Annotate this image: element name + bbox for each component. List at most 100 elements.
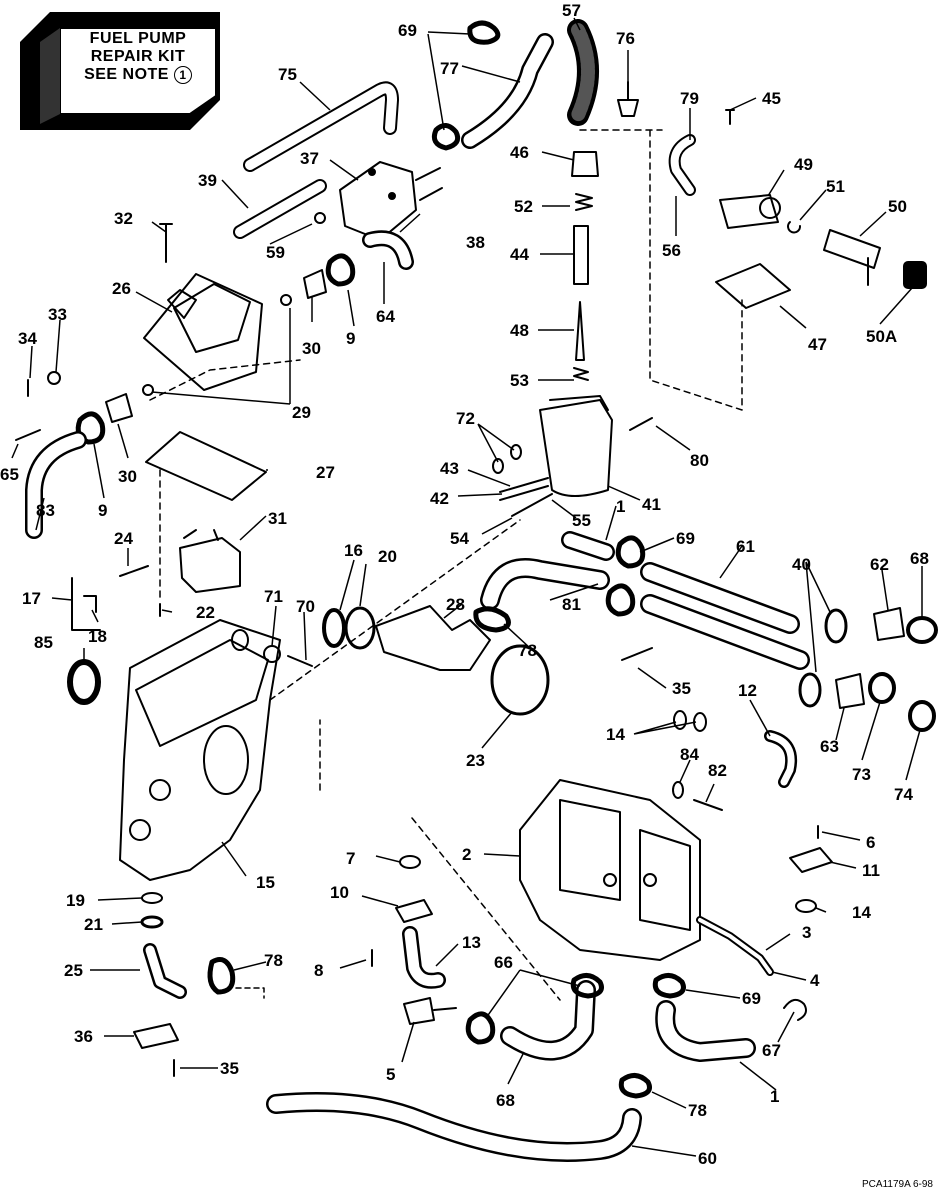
callout-14a: 14: [606, 725, 625, 744]
screw-45: [725, 109, 735, 125]
callout-62: 62: [870, 555, 889, 574]
sleeve-63: [835, 673, 865, 709]
callout-33: 33: [48, 305, 67, 324]
carburetor-2: [519, 779, 701, 961]
clamp-78c: [618, 1073, 652, 1099]
callout-50A: 50A: [866, 327, 897, 346]
callout-34: 34: [18, 329, 37, 348]
callout-12: 12: [738, 681, 757, 700]
callout-57: 57: [562, 1, 581, 20]
callout-78b: 78: [264, 951, 283, 970]
cap-50a: [903, 261, 927, 289]
callout-60: 60: [698, 1149, 717, 1168]
callout-31: 31: [268, 509, 287, 528]
gasket-11: [789, 847, 833, 873]
clamp-69-right: [605, 583, 636, 617]
clamp-66: [465, 1011, 496, 1045]
callout-69b: 69: [676, 529, 695, 548]
clamp-78a: [473, 606, 511, 633]
dashed-guide-2: [149, 359, 561, 1001]
callout-8: 8: [314, 961, 323, 980]
callout-69a: 69: [398, 21, 417, 40]
dashed-78b: [235, 987, 265, 999]
callout-10: 10: [330, 883, 349, 902]
callout-37: 37: [300, 149, 319, 168]
fitting-30a: [303, 269, 327, 299]
callout-42: 42: [430, 489, 449, 508]
callout-44: 44: [510, 245, 529, 264]
callout-9a: 9: [346, 329, 355, 348]
callout-75: 75: [278, 65, 297, 84]
callout-51: 51: [826, 177, 845, 196]
ring-19: [141, 892, 163, 904]
callout-35a: 35: [672, 679, 691, 698]
note-line-3: SEE NOTE: [84, 66, 169, 84]
callout-26: 26: [112, 279, 131, 298]
callout-1a: 1: [616, 497, 625, 516]
clamp-78b: [207, 957, 236, 995]
ring-16: [322, 608, 346, 648]
callout-68b: 68: [496, 1091, 515, 1110]
repair-kit-note-box: FUEL PUMP REPAIR KIT SEE NOTE 1: [20, 12, 220, 130]
housing-15: [119, 619, 281, 881]
pin-24: [119, 565, 149, 577]
plate-36: [133, 1023, 179, 1049]
callout-28: 28: [446, 595, 465, 614]
note-box-text: FUEL PUMP REPAIR KIT SEE NOTE 1: [68, 30, 208, 84]
callout-36: 36: [74, 1027, 93, 1046]
callout-50: 50: [888, 197, 907, 216]
callout-45: 45: [762, 89, 781, 108]
ring-40a: [824, 608, 848, 644]
callout-35b: 35: [220, 1059, 239, 1078]
callout-15: 15: [256, 873, 275, 892]
clamp-69-top: [467, 20, 501, 45]
callout-numbers: 69 57 76 75 77 79 45 46 49 37 39 51 50 3…: [0, 1, 929, 1168]
callout-17: 17: [22, 589, 41, 608]
callout-84: 84: [680, 745, 699, 764]
callout-27: 27: [316, 463, 335, 482]
seal-85: [67, 659, 101, 705]
clip-51: [787, 221, 801, 234]
ring-40b: [798, 672, 822, 708]
screw-70: [287, 655, 313, 667]
screw-82: [693, 799, 723, 811]
oring-59: [314, 212, 326, 224]
callout-3: 3: [802, 923, 811, 942]
valve-49: [719, 194, 779, 229]
cover-26: [143, 273, 263, 391]
callout-18: 18: [88, 627, 107, 646]
callout-64: 64: [376, 307, 395, 326]
washer-7: [399, 855, 421, 869]
callout-71: 71: [264, 587, 283, 606]
callout-19: 19: [66, 891, 85, 910]
gasket-27: [145, 431, 267, 501]
valve-5: [403, 997, 457, 1025]
callout-46: 46: [510, 143, 529, 162]
oring-29b: [142, 384, 154, 396]
callout-56: 56: [662, 241, 681, 260]
callout-78c: 78: [688, 1101, 707, 1120]
callout-63: 63: [820, 737, 839, 756]
note-number: 1: [179, 68, 187, 82]
callout-68a: 68: [910, 549, 929, 568]
figure-code: PCA1179A 6-98: [862, 1179, 933, 1190]
callout-16: 16: [344, 541, 363, 560]
callout-1b: 1: [770, 1087, 779, 1106]
clamp-69-mid: [431, 123, 461, 151]
needle-48: [575, 301, 585, 361]
callout-21: 21: [84, 915, 103, 934]
callout-32: 32: [114, 209, 133, 228]
ring-20: [344, 606, 376, 650]
connector-76: [617, 81, 639, 117]
screw-80: [629, 417, 653, 431]
callout-52: 52: [514, 197, 533, 216]
callout-22: 22: [196, 603, 215, 622]
spring-52: [575, 193, 593, 211]
screw-35a: [621, 647, 653, 661]
callout-72: 72: [456, 409, 475, 428]
spring-53: [573, 367, 589, 381]
note-line-2: REPAIR KIT: [90, 48, 186, 65]
callout-2: 2: [462, 845, 471, 864]
callout-11: 11: [862, 861, 880, 880]
